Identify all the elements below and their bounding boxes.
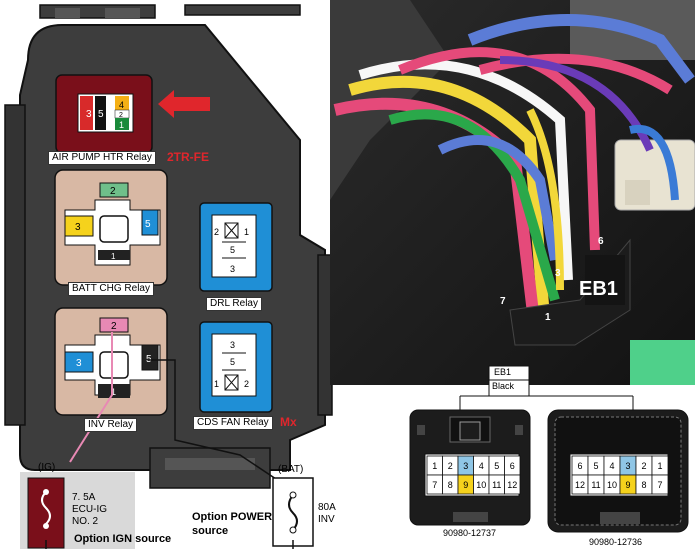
- photo-pin-1: 1: [545, 312, 551, 323]
- eb1-title: EB1: [494, 367, 512, 377]
- ign-fuse-rating: 7. 5A: [72, 492, 96, 503]
- batt-chg-relay-label: BATT CHG Relay: [68, 282, 154, 296]
- power-fuse-rating: 80A: [318, 502, 336, 513]
- photo-connector-name: EB1: [579, 278, 618, 300]
- pink-wire: [69, 332, 113, 463]
- svg-text:3: 3: [75, 222, 81, 233]
- pin-label: 6: [577, 461, 582, 471]
- pin-label: 2: [448, 461, 453, 471]
- photo-pin-7: 7: [500, 296, 506, 307]
- photo-pin-6: 6: [598, 236, 604, 247]
- svg-text:2: 2: [244, 379, 249, 389]
- svg-text:5: 5: [230, 245, 235, 255]
- air-pump-pin-1: [115, 118, 129, 130]
- air-pump-pin-3: [80, 96, 93, 130]
- cds-fan-relay-label: CDS FAN Relay: [193, 416, 273, 430]
- svg-text:3: 3: [230, 340, 235, 350]
- air-pump-pin-3-label: 3: [86, 109, 92, 120]
- pin-label: 7: [432, 480, 437, 490]
- drl-relay-label: DRL Relay: [206, 297, 262, 311]
- relay-box-diagram: 3 5 4 2 1 2 3 5 1 2 1 5 3 2 3 5 1 3 5 1 …: [4, 4, 333, 549]
- pin-label: 7: [657, 480, 662, 490]
- pin-label: 1: [657, 461, 662, 471]
- ign-caption: Option IGN source: [74, 533, 172, 545]
- bat-tag: (BAT): [278, 464, 304, 475]
- air-pump-pin-1-label: 1: [119, 120, 124, 130]
- svg-text:5: 5: [230, 357, 235, 367]
- air-pump-pin-4: [115, 96, 129, 110]
- air-pump-pin-5: [95, 96, 106, 130]
- power-caption-1: Option POWER: [192, 511, 273, 523]
- arrow-icon: [158, 90, 210, 118]
- svg-text:1: 1: [111, 252, 116, 261]
- air-pump-pin-5-label: 5: [98, 109, 104, 120]
- engine-note: 2TR-FE: [167, 150, 209, 164]
- pin-label: 4: [609, 461, 614, 471]
- pin-label: 10: [476, 480, 486, 490]
- pin-label: 10: [607, 480, 617, 490]
- pin-label: 12: [575, 480, 585, 490]
- black-wire: [150, 359, 286, 486]
- svg-text:3: 3: [76, 358, 82, 369]
- connector-photo: [330, 0, 695, 385]
- pin-label: 3: [463, 461, 468, 471]
- svg-text:1: 1: [111, 387, 116, 397]
- svg-text:2: 2: [214, 227, 219, 237]
- pin-label: 5: [494, 461, 499, 471]
- pin-label: 9: [625, 480, 630, 490]
- eb1-left-part-number: 90980-12737: [443, 528, 497, 538]
- model-note: Mx: [280, 415, 297, 429]
- ign-fuse-name: ECU-IG: [72, 504, 107, 515]
- air-pump-pin-2-label: 2: [119, 112, 123, 119]
- air-pump-relay-label: AIR PUMP HTR Relay: [48, 151, 156, 165]
- eb1-color: Black: [492, 381, 515, 391]
- pin-label: 3: [625, 461, 630, 471]
- pin-label: 2: [641, 461, 646, 471]
- svg-text:5: 5: [145, 219, 151, 230]
- pin-label: 4: [479, 461, 484, 471]
- fuse-icon: [41, 491, 51, 525]
- air-pump-pin-4-label: 4: [119, 100, 124, 110]
- power-caption-2: source: [192, 525, 229, 537]
- pin-label: 1: [432, 461, 437, 471]
- inv-relay-label: INV Relay: [84, 418, 138, 432]
- svg-text:2: 2: [111, 321, 117, 332]
- pin-label: 12: [507, 480, 517, 490]
- pin-label: 8: [448, 480, 453, 490]
- pin-label: 5: [593, 461, 598, 471]
- pin-label: 8: [641, 480, 646, 490]
- ign-tag: (IG): [38, 462, 56, 473]
- svg-text:3: 3: [230, 264, 235, 274]
- pin-label: 6: [510, 461, 515, 471]
- ign-fuse-number: NO. 2: [72, 516, 99, 527]
- svg-text:1: 1: [214, 379, 219, 389]
- pin-cell: [651, 474, 669, 495]
- fuse-icon: [288, 494, 298, 531]
- photo-pin-3: 3: [555, 268, 561, 279]
- pin-label: 11: [492, 480, 501, 490]
- pin-label: 11: [591, 480, 600, 490]
- svg-text:5: 5: [146, 354, 152, 365]
- eb1-right-part-number: 90980-12736: [589, 537, 643, 547]
- svg-text:2: 2: [110, 186, 116, 197]
- power-fuse-name: INV: [318, 514, 335, 525]
- pin-cell: [504, 474, 521, 495]
- svg-text:1: 1: [244, 227, 249, 237]
- pin-label: 9: [463, 480, 468, 490]
